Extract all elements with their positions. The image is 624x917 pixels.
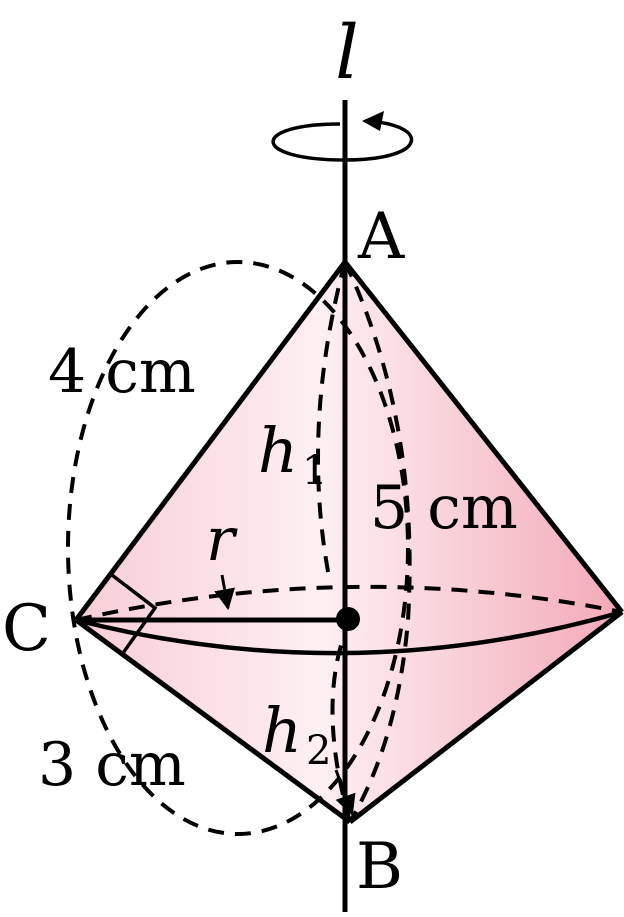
r-pointer — [214, 574, 235, 611]
point-B-label: B — [356, 830, 403, 904]
base-ellipse-back — [75, 584, 623, 622]
point-A-label: A — [357, 200, 405, 274]
dashed-h1-arc — [316, 261, 347, 583]
edge-AC — [74, 260, 347, 622]
edge-AC-length: 4 cm — [48, 337, 196, 407]
edge-AB-length: 5 cm — [370, 473, 518, 543]
edge-right-B — [348, 610, 624, 824]
edge-CB — [74, 617, 352, 825]
h2-base: h — [262, 694, 302, 767]
point-C-label: C — [2, 592, 51, 666]
rotation-arrow-icon — [362, 111, 384, 131]
right-angle-mark — [110, 573, 158, 655]
h1-subscript: 1 — [302, 448, 327, 494]
edge-BC-length: 3 cm — [38, 730, 186, 800]
rotation-ellipse — [271, 119, 413, 162]
h2-subscript: 2 — [306, 728, 331, 774]
center-point — [336, 607, 360, 631]
h2-pointer — [334, 769, 356, 816]
h2-label: h 2 — [262, 694, 331, 774]
edge-A-right — [343, 260, 624, 614]
dashed-circle — [66, 260, 410, 836]
axis-label: l — [335, 10, 359, 96]
base-ellipse-front — [75, 609, 623, 656]
h1-label: h 1 — [258, 414, 327, 494]
dashed-back-meridian — [343, 261, 412, 824]
cone-surface — [76, 262, 622, 822]
radius-label: r — [206, 505, 238, 575]
h1-base: h — [258, 414, 298, 487]
